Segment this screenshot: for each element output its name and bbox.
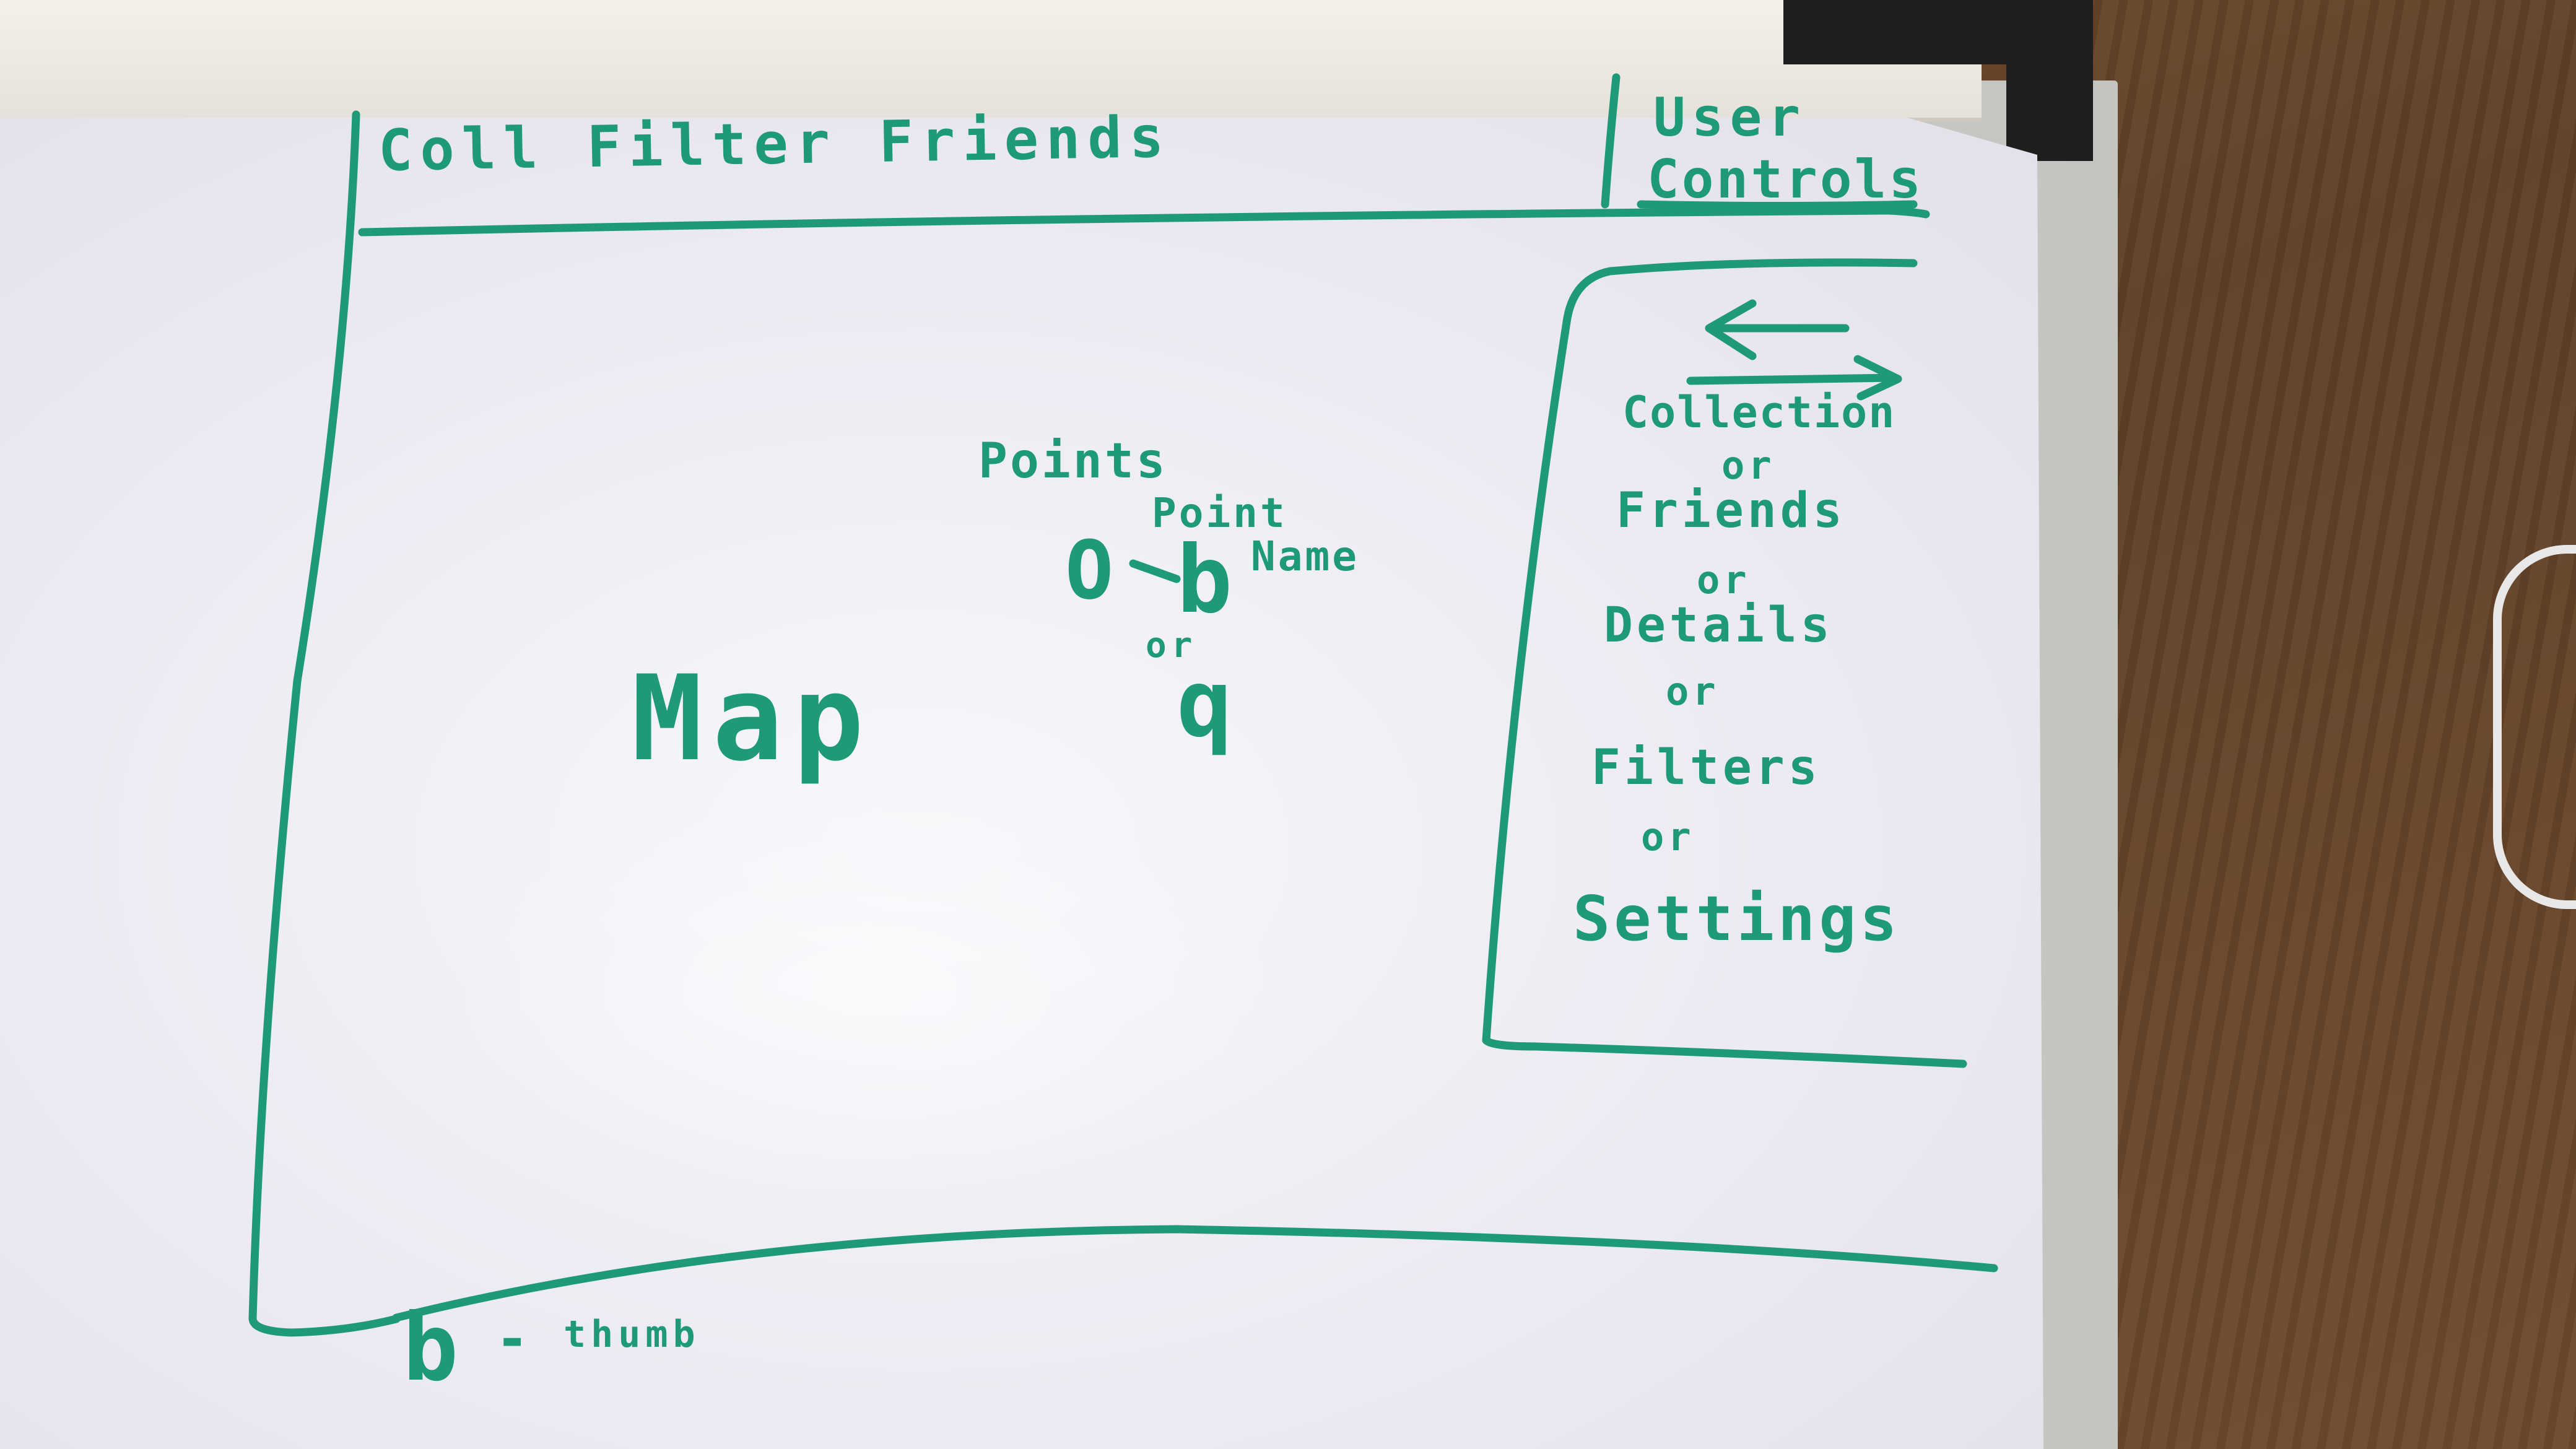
points-label: Points xyxy=(978,433,1168,489)
point-marker-circle: O xyxy=(1065,523,1114,617)
app-title: Coll Filter Friends xyxy=(378,103,1172,184)
user-controls-divider xyxy=(1601,73,1621,209)
point-marker-or: or xyxy=(1146,625,1198,666)
legend-dash: - xyxy=(495,1307,529,1372)
marker-connector xyxy=(1129,559,1181,583)
legend-text: thumb xyxy=(564,1313,700,1356)
map-bottom-line xyxy=(392,1225,1998,1322)
side-panel-item-friends: Friends xyxy=(1616,483,1846,539)
side-panel-or: or xyxy=(1721,443,1775,488)
panel-toggle-left-arrow xyxy=(1705,299,1850,360)
side-panel-outline xyxy=(1482,258,1967,1068)
light-glare xyxy=(433,774,1300,1208)
app-frame-left-edge xyxy=(248,110,401,1337)
point-marker-b: b xyxy=(1177,526,1233,634)
user-controls-underline xyxy=(1637,200,1918,210)
header-divider xyxy=(358,206,1930,237)
side-panel-item-collection: Collection xyxy=(1622,387,1896,438)
side-panel-or: or xyxy=(1666,669,1720,714)
side-panel-or: or xyxy=(1641,814,1695,859)
whiteboard-top-strip xyxy=(0,0,1982,121)
user-controls-label-line2: Controls xyxy=(1647,149,1924,211)
side-panel-item-details: Details xyxy=(1604,598,1834,653)
panel-toggle-right-arrow xyxy=(1686,355,1902,401)
map-label: Map xyxy=(632,650,874,787)
user-controls-label-line1: User xyxy=(1653,87,1807,149)
point-marker-q: q xyxy=(1177,650,1233,758)
legend-symbol: b xyxy=(402,1294,459,1402)
side-panel-or: or xyxy=(1697,557,1751,603)
side-panel-item-filters: Filters xyxy=(1591,740,1821,796)
point-name-label-line2: Name xyxy=(1251,533,1359,580)
point-name-label-line1: Point xyxy=(1152,489,1287,537)
side-panel-item-settings: Settings xyxy=(1573,882,1901,955)
